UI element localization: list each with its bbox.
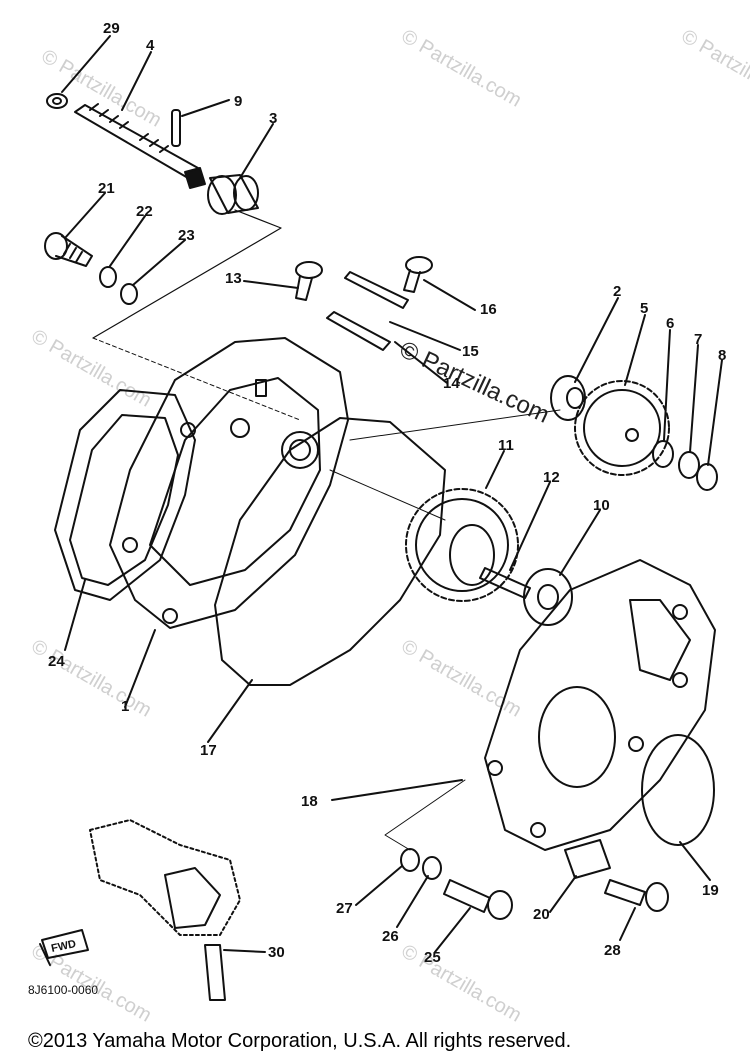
- callout-26: 26: [382, 928, 399, 945]
- screw-13: [295, 261, 323, 301]
- sprocket-5: [574, 380, 670, 476]
- washer-7: [678, 451, 700, 479]
- watermark: © Partzilla.com: [38, 45, 166, 131]
- callout-9: 9: [234, 93, 242, 110]
- callout-7: 7: [694, 331, 702, 348]
- forward-arrow-icon: [39, 929, 89, 966]
- plate-15: [344, 271, 409, 309]
- shaft-4: [74, 103, 206, 189]
- callout-11: 11: [498, 437, 514, 454]
- callout-6: 6: [666, 315, 674, 332]
- bearing-2: [550, 375, 586, 421]
- cover-1: [109, 337, 349, 629]
- callout-28: 28: [604, 942, 621, 959]
- bolt-21: [44, 232, 93, 267]
- bearing-10: [523, 568, 573, 626]
- screw-16: [403, 256, 433, 293]
- watermark: © Partzilla.com: [398, 940, 526, 1026]
- gasket-24: [54, 389, 196, 601]
- watermark: © Partzilla.com: [398, 25, 526, 111]
- callout-14: 14: [443, 375, 460, 392]
- callout-3: 3: [269, 110, 277, 127]
- washer-23: [120, 283, 138, 305]
- callout-24: 24: [48, 653, 65, 670]
- reference-code: 8J6100-0060: [28, 983, 99, 997]
- gear-11: [405, 488, 519, 602]
- callout-16: 16: [480, 301, 497, 318]
- oring-19: [641, 734, 715, 846]
- gasket-14: [326, 311, 391, 351]
- copyright-notice: ©2013 Yamaha Motor Corporation, U.S.A. A…: [28, 1030, 572, 1052]
- sleeve-20: [564, 839, 611, 879]
- cover-18: [484, 559, 716, 851]
- callout-29: 29: [103, 20, 120, 37]
- callout-22: 22: [136, 203, 153, 220]
- callout-30: 30: [268, 944, 285, 961]
- callout-20: 20: [533, 906, 550, 923]
- intake-30: [89, 819, 241, 1001]
- callout-18: 18: [301, 793, 318, 810]
- washer-27: [400, 848, 420, 872]
- callout-4: 4: [146, 37, 155, 54]
- fwd-label: FWD: [50, 938, 77, 955]
- bolt-25: [443, 879, 513, 920]
- callout-5: 5: [640, 300, 648, 317]
- callout-19: 19: [702, 882, 719, 899]
- callout-17: 17: [200, 742, 217, 759]
- callout-23: 23: [178, 227, 195, 244]
- callout-1: 1: [121, 698, 129, 715]
- callout-15: 15: [462, 343, 479, 360]
- watermark: © Partzilla.com: [28, 325, 156, 411]
- callout-2: 2: [613, 283, 621, 300]
- watermark: © Partzilla.com: [678, 25, 750, 111]
- callout-13: 13: [225, 270, 242, 287]
- pin-9: [171, 109, 181, 147]
- gasket-17: [214, 417, 446, 686]
- washer-26: [422, 856, 442, 880]
- callout-10: 10: [593, 497, 610, 514]
- callout-27: 27: [336, 900, 353, 917]
- watermark: © Partzilla.com: [398, 635, 526, 721]
- callout-21: 21: [98, 180, 115, 197]
- callout-25: 25: [424, 949, 441, 966]
- circlip-8: [696, 463, 718, 491]
- callout-labels: 29 4 9 3 21 22 23 13 16 15 14 2 5 6 7 8 …: [48, 20, 726, 966]
- bolt-28: [604, 879, 669, 912]
- washer-6: [652, 440, 674, 468]
- washer-29: [46, 93, 68, 109]
- callout-8: 8: [718, 347, 726, 364]
- collar-3: [207, 174, 259, 215]
- washer-22: [99, 266, 117, 288]
- callout-12: 12: [543, 469, 560, 486]
